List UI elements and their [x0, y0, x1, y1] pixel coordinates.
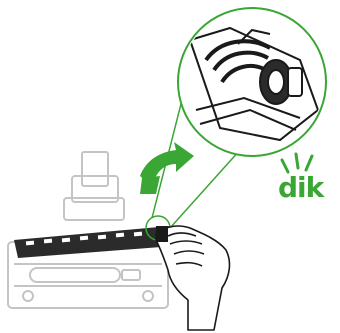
brush-end-cap [156, 226, 168, 242]
zoom-detail-circle [178, 8, 326, 156]
brush-bar [14, 226, 174, 258]
click-sound-icon [282, 154, 312, 172]
click-sound-label: dik [278, 174, 323, 202]
curved-arrow-icon [140, 142, 194, 194]
